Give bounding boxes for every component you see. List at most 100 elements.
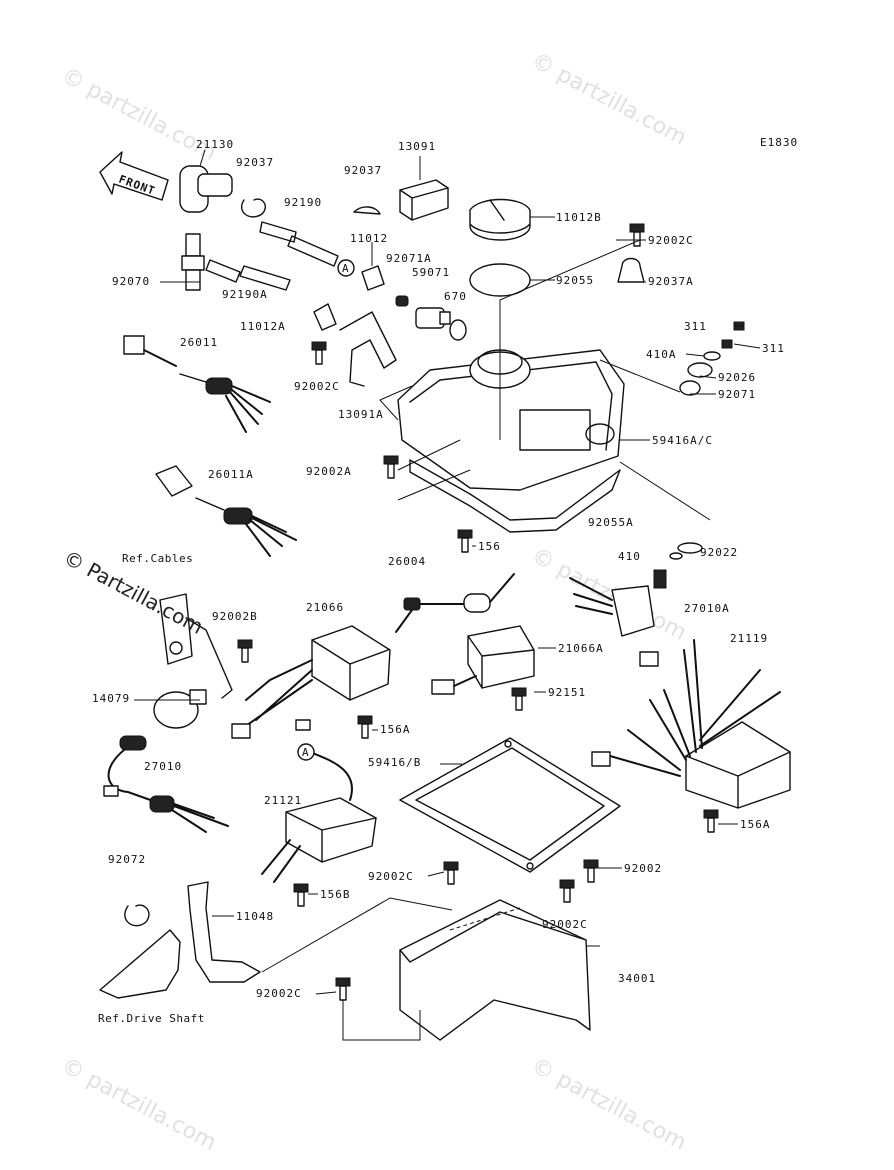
watermark: © partzilla.com: [527, 48, 690, 151]
tube-icon: [205, 221, 339, 291]
ignition-coil-icon: [261, 751, 377, 883]
clamp-icon: [241, 198, 266, 218]
harness-icon: [123, 335, 271, 433]
regulator-icon: [231, 625, 391, 739]
part-label: 59416/B: [368, 756, 421, 769]
clip-icon: [124, 904, 150, 927]
diagram-code: E1830: [760, 136, 798, 149]
resistor-icon: [395, 573, 515, 633]
bolt-icon: [335, 977, 351, 1001]
bracket-block-icon: [399, 156, 449, 221]
part-label: 21121: [264, 794, 302, 807]
part-label: 92071A: [386, 252, 432, 265]
part-label: 92002C: [368, 870, 414, 883]
part-label: 92002: [624, 862, 662, 875]
part-label: 670: [444, 290, 467, 303]
callout-a: A: [337, 259, 355, 277]
part-label: 26011: [180, 336, 218, 349]
part-label: 26011A: [208, 468, 254, 481]
bolt-icon: [293, 883, 309, 907]
part-label: 92151: [548, 686, 586, 699]
part-label: 92002C: [294, 380, 340, 393]
svg-text:A: A: [342, 262, 350, 275]
fitting-icon: [415, 307, 451, 329]
part-label: 92190: [284, 196, 322, 209]
part-label: 92055A: [588, 516, 634, 529]
part-label: 92002B: [212, 610, 258, 623]
watermark: © partzilla.com: [57, 1053, 220, 1156]
part-label: 92037: [236, 156, 274, 169]
watermark: © partzilla.com: [527, 543, 690, 646]
spark-plug-cap-icon: [179, 149, 233, 213]
bolt-icon: [237, 639, 253, 663]
part-label: 11012A: [240, 320, 286, 333]
part-label: 21130: [196, 138, 234, 151]
callout-a: A: [297, 743, 315, 761]
bolt-icon: [311, 341, 327, 365]
bracket-icon: [187, 881, 261, 983]
part-label: 92002A: [306, 465, 352, 478]
part-label: 92037A: [648, 275, 694, 288]
part-label: 92037: [344, 164, 382, 177]
bolt-icon: [457, 529, 473, 553]
part-label: 11012B: [556, 211, 602, 224]
part-label: 92072: [108, 853, 146, 866]
part-label: 27010A: [684, 602, 730, 615]
part-label: 156A: [380, 723, 411, 736]
bolt-icon: [703, 809, 719, 833]
cdi-unit-icon: [591, 639, 791, 809]
bolt-icon: [443, 861, 459, 885]
part-label: 59071: [412, 266, 450, 279]
drive-shaft-bracket-icon: [99, 929, 181, 999]
relay-icon: [569, 569, 667, 637]
part-label: 92026: [718, 371, 756, 384]
bolt-icon: [357, 715, 373, 739]
part-label: 59416A/C: [652, 434, 713, 447]
part-label: 14079: [92, 692, 130, 705]
part-label: 92055: [556, 274, 594, 287]
ring-icon: [449, 319, 467, 341]
part-label: 11012: [350, 232, 388, 245]
grommet-icon: [395, 295, 409, 307]
plate-icon: [399, 737, 621, 873]
bolt-icon: [383, 455, 399, 479]
washer-icon: [669, 552, 683, 560]
clip-icon: [353, 206, 381, 215]
cap-icon: [313, 303, 337, 331]
bracket-icon: [339, 311, 397, 387]
part-label: 21066: [306, 601, 344, 614]
washer-icon: [703, 351, 721, 361]
part-label: 13091A: [338, 408, 384, 421]
control-unit-icon: [431, 625, 535, 695]
washer-icon: [677, 542, 703, 554]
part-label: 21066A: [558, 642, 604, 655]
gasket-icon: [409, 459, 621, 533]
part-label: 92071: [718, 388, 756, 401]
grommet-icon: [721, 339, 733, 349]
part-label: 92002C: [648, 234, 694, 247]
part-label: 92002C: [542, 918, 588, 931]
spark-plug-icon: [160, 233, 205, 291]
svg-text:A: A: [302, 746, 310, 759]
part-label: 311: [762, 342, 785, 355]
grommet-icon: [687, 362, 713, 378]
bolt-icon: [629, 223, 645, 247]
part-label: 92190A: [222, 288, 268, 301]
ref-cables-label: Ref.Cables: [122, 552, 193, 565]
part-label: 26004: [388, 555, 426, 568]
part-label: 92002C: [256, 987, 302, 1000]
bolt-icon: [511, 687, 527, 711]
electric-case-icon: [397, 349, 625, 491]
part-label: 92022: [700, 546, 738, 559]
cable-bracket-icon: [159, 593, 233, 699]
bolt-icon: [559, 879, 575, 903]
bolt-icon: [583, 859, 599, 883]
part-label: 311: [684, 320, 707, 333]
part-label: 156B: [320, 888, 351, 901]
part-label: 156A: [740, 818, 771, 831]
part-label: 13091: [398, 140, 436, 153]
part-label: 21119: [730, 632, 768, 645]
front-arrow-icon: FRONT: [99, 151, 169, 201]
filler-cap-icon: [469, 198, 555, 241]
